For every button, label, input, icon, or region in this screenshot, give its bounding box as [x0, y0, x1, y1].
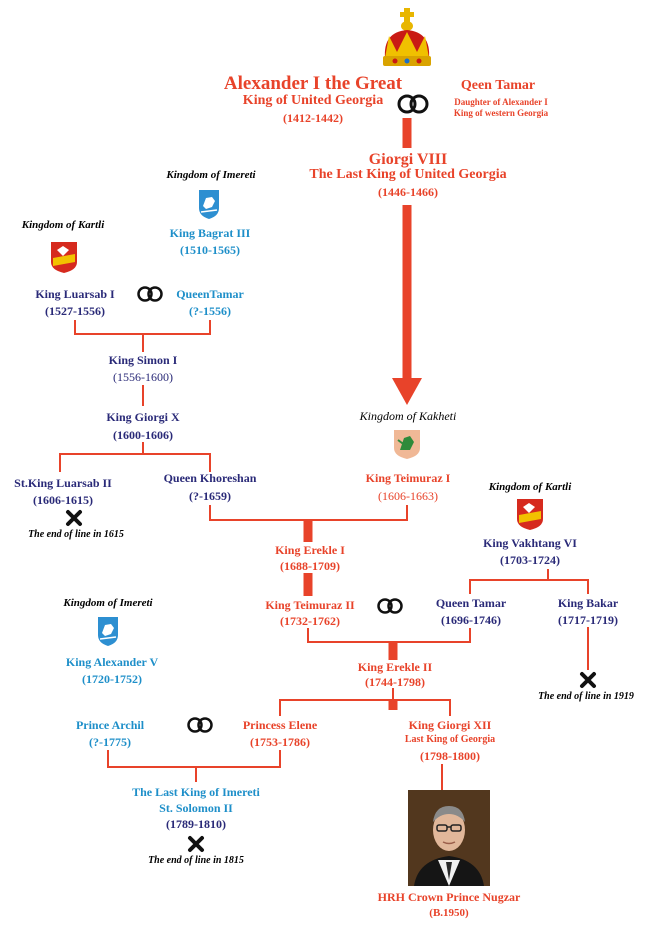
alexander-v-years: (1720-1752) — [82, 672, 142, 686]
giorgi-viii-years: (1446-1466) — [378, 185, 438, 199]
queen-tamar-imereti-years: (?-1556) — [189, 304, 231, 318]
bagrat-iii-years: (1510-1565) — [180, 243, 240, 257]
bakar-end: The end of line in 1919 — [538, 691, 634, 702]
marriage-rings-icon — [397, 94, 429, 114]
giorgi-viii-title: The Last King of United Georgia — [309, 167, 507, 182]
teimuraz-ii-years: (1732-1762) — [280, 614, 340, 628]
marriage-rings-icon — [377, 598, 403, 614]
giorgi-x-years: (1600-1606) — [113, 428, 173, 442]
vakhtang-vi-years: (1703-1724) — [500, 553, 560, 567]
giorgi-xii-title: Last King of Georgia — [404, 734, 496, 745]
elene-years: (1753-1786) — [250, 735, 310, 749]
erekle-ii-name: King Erekle II — [357, 660, 433, 674]
luarsab-ii-years: (1606-1615) — [33, 493, 93, 507]
alexander-name: Alexander I the Great — [223, 73, 403, 94]
erekle-i-years: (1688-1709) — [280, 559, 340, 573]
queen-tamar-name: Qeen Tamar — [460, 78, 536, 93]
luarsab-i-name: King Luarsab I — [35, 287, 115, 301]
queen-tamar-kartli-name: Queen Tamar — [435, 596, 507, 610]
queen-tamar-desc1: Daughter of Alexander I — [454, 97, 548, 107]
end-of-line-cross-icon — [580, 672, 596, 688]
luarsab-i-years: (1527-1556) — [45, 304, 105, 318]
alexander-v-name: King Alexander V — [65, 655, 159, 669]
teimuraz-ii-name: King Teimuraz II — [265, 598, 355, 612]
queen-tamar-desc2: King of western Georgia — [453, 108, 549, 118]
archil-name: Prince Archil — [75, 718, 145, 732]
khoreshan-name: Queen Khoreshan — [163, 471, 257, 485]
solomon-name: St. Solomon II — [159, 801, 233, 815]
queen-tamar-kartli-years: (1696-1746) — [441, 613, 501, 627]
giorgi-viii-name: Giorgi VIII — [368, 151, 448, 168]
elene-name: Princess Elene — [242, 718, 318, 732]
queen-tamar-imereti-name: QueenTamar — [176, 287, 244, 301]
teimuraz-i-years: (1606-1663) — [378, 489, 438, 503]
kakheti-crest-icon — [394, 430, 420, 459]
giorgi-x-name: King Giorgi X — [106, 410, 180, 424]
marriage-rings-icon — [137, 286, 163, 302]
simon-i-name: King Simon I — [108, 353, 178, 367]
vakhtang-vi-name: King Vakhtang VI — [483, 536, 577, 550]
luarsab-ii-name: St.King Luarsab II — [14, 476, 112, 490]
archil-years: (?-1775) — [89, 735, 131, 749]
teimuraz-i-name: King Teimuraz I — [365, 471, 451, 485]
solomon-end: The end of line in 1815 — [148, 855, 244, 866]
imereti-crest-icon — [199, 190, 219, 219]
kingdom-kartli-label: Kingdom of Kartli — [21, 219, 105, 231]
kingdom-imereti-label: Kingdom of Imereti — [166, 169, 256, 181]
erekle-ii-years: (1744-1798) — [365, 675, 425, 689]
erekle-i-name: King Erekle I — [275, 543, 345, 557]
giorgi-xii-name: King Giorgi XII — [408, 718, 492, 732]
crown-icon — [383, 8, 431, 66]
nugzar-years: (B.1950) — [429, 907, 469, 919]
bakar-name: King Bakar — [557, 596, 619, 610]
kingdom-kartli-label-2: Kingdom of Kartli — [488, 481, 572, 493]
simon-i-years: (1556-1600) — [113, 370, 173, 384]
kartli-crest-icon — [51, 242, 77, 273]
bakar-years: (1717-1719) — [558, 613, 618, 627]
alexander-years: (1412-1442) — [283, 111, 343, 125]
end-of-line-cross-icon — [188, 836, 204, 852]
imereti-crest-icon — [98, 617, 118, 646]
marriage-rings-icon — [187, 717, 213, 733]
kingdom-imereti-label-2: Kingdom of Imereti — [63, 597, 153, 609]
end-of-line-cross-icon — [66, 510, 82, 526]
kartli-crest-icon — [517, 499, 543, 530]
nugzar-portrait — [408, 790, 490, 886]
khoreshan-years: (?-1659) — [189, 489, 231, 503]
kingdom-kakheti-label: Kingdom of Kakheti — [359, 409, 457, 423]
giorgi-xii-years: (1798-1800) — [420, 749, 480, 763]
luarsab-ii-end: The end of line in 1615 — [28, 529, 124, 540]
nugzar-name: HRH Crown Prince Nugzar — [377, 890, 521, 904]
solomon-years: (1789-1810) — [166, 817, 226, 831]
alexander-title: King of United Georgia — [242, 93, 384, 108]
solomon-line1: The Last King of Imereti — [132, 785, 260, 799]
bagrat-iii-name: King Bagrat III — [169, 226, 251, 240]
